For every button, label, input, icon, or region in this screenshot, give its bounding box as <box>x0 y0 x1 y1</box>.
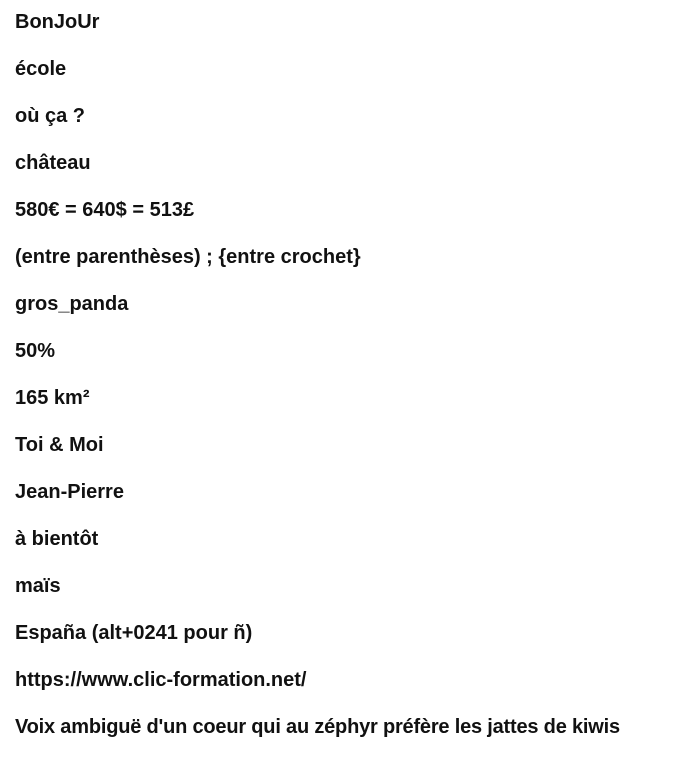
text-line-brackets: (entre parenthèses) ; {entre crochet} <box>15 246 361 268</box>
text-line-ampersand: Toi & Moi <box>15 434 104 456</box>
text-line-hyphen: Jean-Pierre <box>15 481 124 503</box>
text-line-underscore: gros_panda <box>15 293 129 315</box>
text-line-currency: 580€ = 640$ = 513£ <box>15 199 195 221</box>
text-line-pangram: Voix ambiguë d'un coeur qui au zéphyr pr… <box>15 716 620 738</box>
text-line-percent: 50% <box>15 340 56 362</box>
text-line-espana: España (alt+0241 pour ñ) <box>15 622 253 644</box>
text-line-ou-ca: où ça ? <box>15 105 86 127</box>
text-line-mais: maïs <box>15 575 61 597</box>
text-line-ecole: école <box>15 58 67 80</box>
text-line-url: https://www.clic-formation.net/ <box>15 669 307 691</box>
document-body: BonJoUr école où ça ? château 580€ = 640… <box>15 8 670 760</box>
text-line-bonjour: BonJoUr <box>15 11 100 33</box>
text-line-chateau: château <box>15 152 91 174</box>
text-line-km2: 165 km² <box>15 387 90 409</box>
text-line-a-bientot: à bientôt <box>15 528 99 550</box>
